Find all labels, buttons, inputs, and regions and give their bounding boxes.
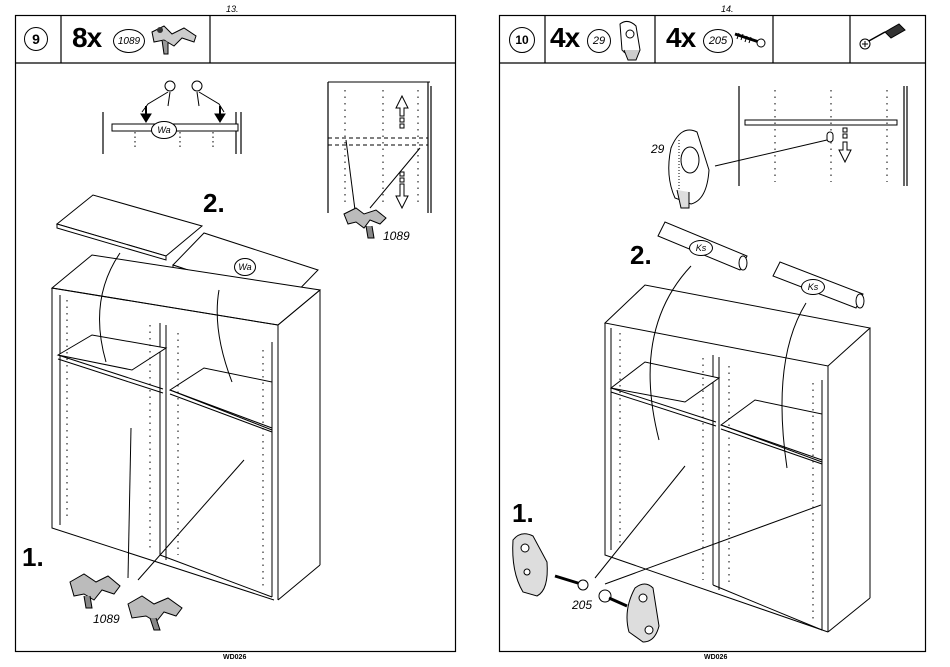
part-code-badge: 1089 <box>113 29 145 53</box>
screw-icon <box>735 33 765 47</box>
panel-label-top-badge: Wa <box>234 258 256 276</box>
wardrobe-carcass-right <box>595 266 870 632</box>
rail-holder-icon <box>620 21 640 60</box>
top-placement-diagram <box>103 81 241 154</box>
footer-code: WD026 <box>223 654 246 661</box>
part-b-badge: 205 <box>703 29 733 53</box>
part-a-badge: 29 <box>587 29 611 53</box>
left-page-drawing <box>0 0 475 667</box>
rail-holder-detail <box>669 86 907 208</box>
rail-label-a: Ks <box>689 240 713 256</box>
step-one-marker: 1. <box>22 542 44 573</box>
hardware-bottom <box>513 534 659 642</box>
page-number: 13. <box>226 4 239 14</box>
page-number: 14. <box>721 4 734 14</box>
step-number: 10 <box>515 33 528 47</box>
wardrobe-carcass <box>52 253 320 600</box>
cam-lock-icon <box>152 26 196 54</box>
step-two-marker: 2. <box>630 240 652 271</box>
quantity-label-a: 4x <box>550 22 579 54</box>
cam-locks-bottom <box>70 574 182 630</box>
callout-bottom: 1089 <box>93 612 120 626</box>
step-number-badge: 9 <box>24 27 48 51</box>
callout-holder: 29 <box>651 142 664 156</box>
inset-diagram <box>328 82 431 238</box>
step-number: 9 <box>32 31 40 47</box>
panel-label-badge: Wa <box>151 121 177 139</box>
callout-inset: 1089 <box>383 229 410 243</box>
callout-screw: 205 <box>572 598 592 612</box>
screwdriver-icon <box>860 24 905 49</box>
quantity-label: 8x <box>72 22 101 54</box>
right-page-drawing <box>475 0 950 667</box>
step-two-marker: 2. <box>203 188 225 219</box>
step-one-marker: 1. <box>512 498 534 529</box>
right-page: 14. 10 4x 29 4x 205 Ks Ks 29 205 2. 1. W… <box>475 0 950 667</box>
rail-label-b: Ks <box>801 279 825 295</box>
left-page: 13. 9 8x 1089 Wa Wa 2. 1. 1089 1089 WD02… <box>0 0 475 667</box>
step-number-badge: 10 <box>509 27 535 53</box>
quantity-label-b: 4x <box>666 22 695 54</box>
footer-code: WD026 <box>704 654 727 661</box>
